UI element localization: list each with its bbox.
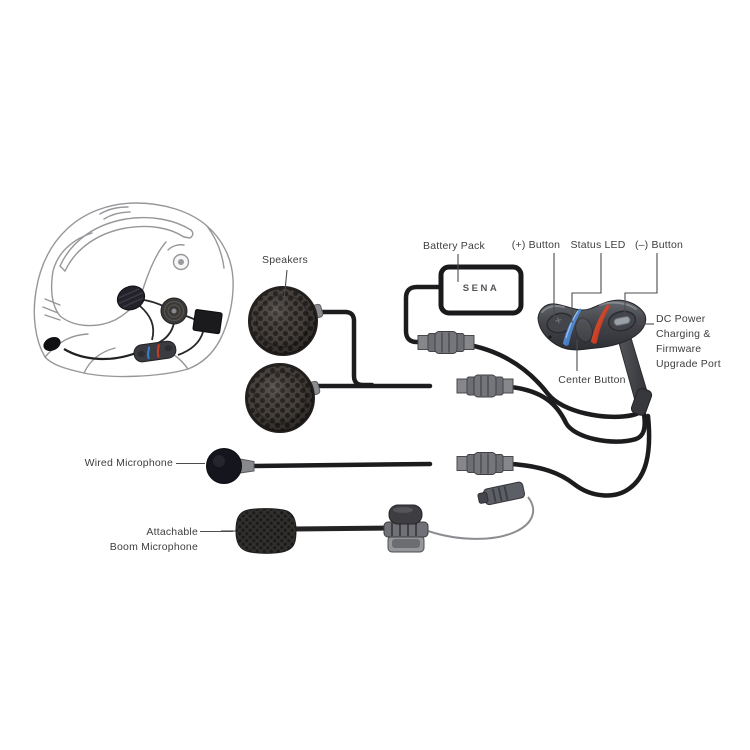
- speaker-bottom: [245, 363, 322, 433]
- helmet-visor-band: [59, 216, 192, 267]
- label-speakers: Speakers: [262, 254, 308, 266]
- helmet-boom-arm: [63, 348, 137, 361]
- sena-logo: SENA: [462, 283, 500, 294]
- helmet-boom-mic-tip: [43, 336, 61, 352]
- inline-connector-speakers: [456, 374, 514, 398]
- status-led-stripe-blue: [563, 308, 582, 346]
- cable-wired-mic-to-unit: [508, 413, 652, 498]
- helmet-installed-kit: [43, 285, 223, 363]
- leader-minus-button: [624, 253, 658, 317]
- cable-wired-mic: [250, 461, 433, 469]
- cable-harness: [250, 284, 652, 498]
- boom-microphone: [221, 481, 535, 554]
- leader-speakers: [282, 269, 288, 312]
- battery-pack: [438, 264, 524, 316]
- label-battery-pack: Battery Pack: [423, 240, 485, 252]
- label-dc-port: DC Power Charging & Firmware Upgrade Por…: [656, 312, 721, 372]
- inline-connector-microphone: [456, 451, 514, 476]
- boom-microphone-foam: [235, 508, 297, 554]
- inline-connector-battery: [417, 330, 475, 355]
- label-center-button: Center Button: [558, 374, 626, 386]
- label-plus-button: (+) Button: [511, 239, 561, 251]
- helmet-speaker-oval: [116, 285, 146, 311]
- center-button-hump: [575, 317, 593, 343]
- label-wired-microphone: Wired Microphone: [84, 457, 173, 469]
- boom-mount-clamp: [383, 504, 429, 553]
- label-boom-mic-line1: Attachable: [146, 526, 198, 538]
- red-accent-stripe: [591, 304, 610, 344]
- cable-battery-to-connector: [403, 284, 446, 345]
- cable-speakers-to-unit: [508, 384, 647, 444]
- helmet-speaker-round: [160, 297, 188, 325]
- helmet-shell-outline: [33, 202, 234, 378]
- boom-mic-plug: [477, 481, 526, 506]
- label-boom-microphone: Attachable Boom Microphone: [80, 525, 198, 554]
- main-unit: [537, 299, 647, 351]
- speaker-top: [248, 286, 325, 356]
- helmet-chin-vents: [42, 298, 61, 321]
- cable-top-speaker: [311, 309, 375, 388]
- wired-microphone: [206, 448, 255, 484]
- label-status-led: Status LED: [570, 239, 626, 251]
- label-dc-port-line4: Upgrade Port: [656, 358, 721, 370]
- helmet-battery-pack: [192, 309, 223, 335]
- label-dc-port-line2: Charging &: [656, 328, 711, 340]
- boom-mic-wire: [427, 496, 535, 540]
- label-minus-button: (–) Button: [634, 239, 684, 251]
- label-dc-port-line3: Firmware: [656, 343, 702, 355]
- helmet-mounted-unit: [133, 340, 177, 363]
- label-boom-mic-line2: Boom Microphone: [109, 540, 198, 553]
- leader-status-led: [571, 253, 602, 323]
- dc-port-slot: [613, 316, 631, 326]
- leader-lines: [176, 253, 658, 533]
- helmet-face-opening: [51, 232, 167, 327]
- boom-arm: [291, 525, 393, 532]
- label-dc-port-line1: DC Power: [656, 313, 706, 325]
- minus-button-oval: [607, 310, 637, 332]
